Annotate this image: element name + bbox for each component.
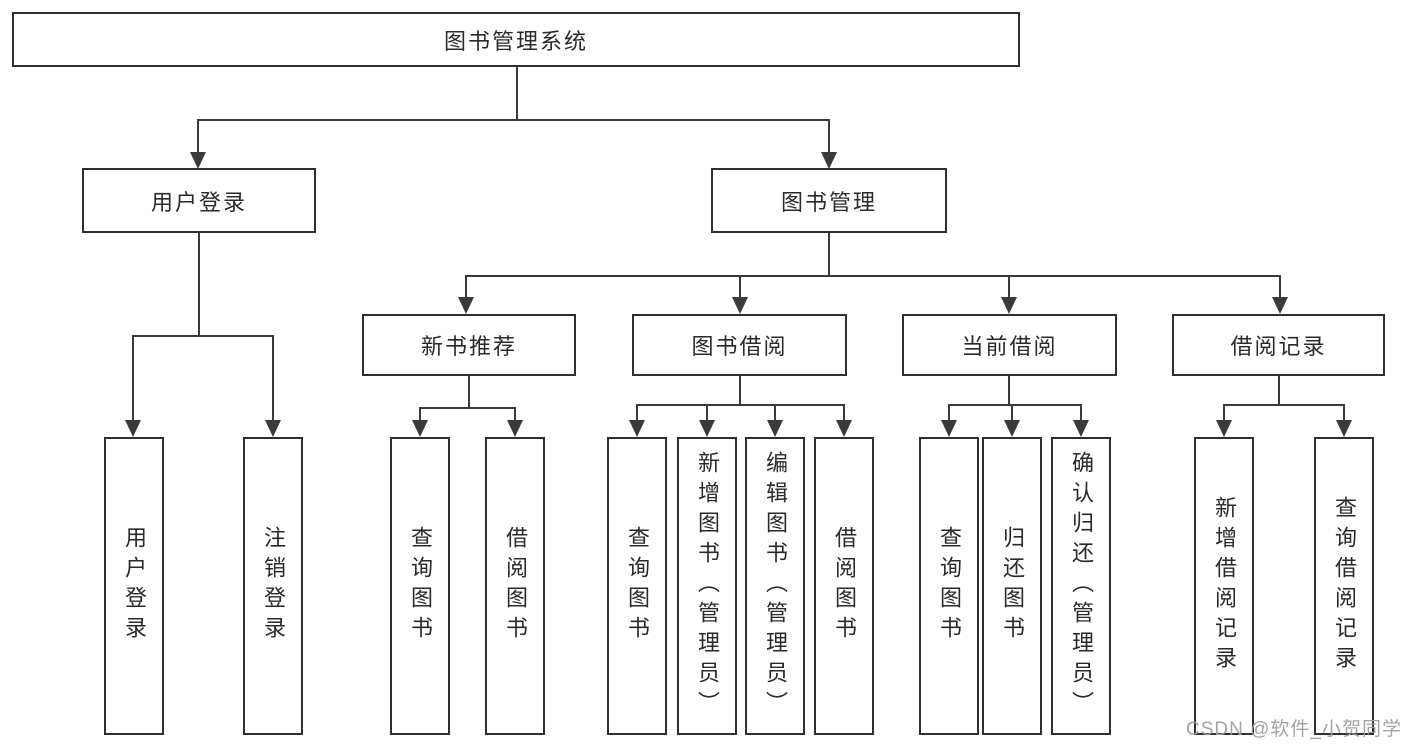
arrowhead-down-icon — [629, 420, 645, 437]
arrowhead-down-icon — [941, 420, 957, 437]
connector-line — [197, 119, 199, 152]
connector-line — [516, 67, 518, 120]
leaf-label: 编辑图书（管理员） — [763, 451, 788, 721]
connector-line — [465, 275, 467, 297]
leaf-borrow-query-books: 查询图书 — [607, 437, 667, 735]
connector-line — [272, 335, 274, 420]
connector-line — [420, 407, 516, 409]
connector-line — [739, 275, 741, 297]
leaf-label: 用户登录 — [122, 526, 147, 646]
leaf-label: 新增借阅记录 — [1212, 496, 1237, 676]
node-current-borrowing: 当前借阅 — [902, 314, 1117, 376]
leaf-label: 借阅图书 — [503, 526, 528, 646]
node-user-login: 用户登录 — [82, 168, 316, 233]
connector-line — [198, 119, 830, 121]
leaf-label: 查询借阅记录 — [1332, 496, 1357, 676]
leaf-borrow-add-books-admin: 新增图书（管理员） — [677, 437, 737, 735]
csdn-watermark: CSDN @软件_小贺同学 — [1186, 719, 1402, 740]
leaf-current-return-books: 归还图书 — [982, 437, 1042, 735]
leaf-records-query-record: 查询借阅记录 — [1314, 437, 1374, 735]
connector-line — [419, 407, 421, 420]
leaf-label: 注销登录 — [261, 526, 286, 646]
connector-line — [1224, 404, 1345, 406]
arrowhead-down-icon — [1001, 297, 1017, 314]
leaf-label: 查询图书 — [625, 526, 650, 646]
leaf-current-confirm-return-admin: 确认归还（管理员） — [1051, 437, 1111, 735]
connector-line — [774, 404, 776, 420]
leaf-label: 借阅图书 — [832, 526, 857, 646]
arrowhead-down-icon — [458, 297, 474, 314]
connector-line — [132, 335, 134, 420]
connector-line — [828, 119, 830, 152]
leaf-newrec-borrow-books: 借阅图书 — [485, 437, 545, 735]
connector-line — [1278, 376, 1280, 405]
connector-line — [636, 404, 638, 420]
connector-line — [948, 404, 950, 420]
leaf-label: 查询图书 — [937, 526, 962, 646]
node-label: 用户登录 — [150, 189, 247, 215]
connector-line — [828, 233, 830, 276]
node-book-management: 图书管理 — [711, 168, 947, 233]
leaf-label: 确认归还（管理员） — [1069, 451, 1094, 721]
arrowhead-down-icon — [1216, 420, 1232, 437]
connector-line — [843, 404, 845, 420]
arrowhead-down-icon — [821, 152, 837, 169]
leaf-label: 归还图书 — [1000, 526, 1025, 646]
connector-line — [1008, 376, 1010, 405]
leaf-newrec-query-books: 查询图书 — [390, 437, 450, 735]
connector-line — [514, 407, 516, 420]
node-borrowing-records: 借阅记录 — [1172, 314, 1385, 376]
arrowhead-down-icon — [1336, 420, 1352, 437]
leaf-borrow-borrow-books: 借阅图书 — [814, 437, 874, 735]
arrowhead-down-icon — [265, 420, 281, 437]
arrowhead-down-icon — [125, 420, 141, 437]
connector-line — [1343, 404, 1345, 420]
arrowhead-down-icon — [699, 420, 715, 437]
arrowhead-down-icon — [1004, 420, 1020, 437]
arrowhead-down-icon — [412, 420, 428, 437]
leaf-records-add-record: 新增借阅记录 — [1194, 437, 1254, 735]
connector-line — [706, 404, 708, 420]
connector-line — [133, 335, 274, 337]
connector-line — [1223, 404, 1225, 420]
node-label: 新书推荐 — [420, 334, 517, 359]
arrowhead-down-icon — [1073, 420, 1089, 437]
node-label: 当前借阅 — [961, 334, 1058, 359]
connector-line — [637, 404, 845, 406]
node-label: 图书管理系统 — [443, 28, 588, 54]
connector-line — [468, 376, 470, 408]
leaf-borrow-edit-books-admin: 编辑图书（管理员） — [745, 437, 805, 735]
arrowhead-down-icon — [1272, 297, 1288, 314]
connector-line — [466, 275, 1281, 277]
arrowhead-down-icon — [767, 420, 783, 437]
connector-line — [1011, 404, 1013, 420]
leaf-user-login: 用户登录 — [104, 437, 164, 735]
leaf-label: 新增图书（管理员） — [695, 451, 720, 721]
node-label: 图书管理 — [780, 189, 877, 215]
arrowhead-down-icon — [507, 420, 523, 437]
arrowhead-down-icon — [732, 297, 748, 314]
node-new-book-recommend: 新书推荐 — [362, 314, 576, 376]
connector-line — [198, 233, 200, 337]
connector-line — [739, 376, 741, 405]
leaf-label: 查询图书 — [408, 526, 433, 646]
leaf-logout: 注销登录 — [243, 437, 303, 735]
node-label: 图书借阅 — [691, 334, 788, 359]
connector-line — [1008, 275, 1010, 297]
connector-line — [1279, 275, 1281, 297]
node-library-management-system: 图书管理系统 — [12, 12, 1020, 67]
connector-line — [949, 404, 1082, 406]
arrowhead-down-icon — [190, 152, 206, 169]
node-book-borrowing: 图书借阅 — [632, 314, 847, 376]
leaf-current-query-books: 查询图书 — [919, 437, 979, 735]
node-label: 借阅记录 — [1230, 334, 1327, 359]
connector-line — [1080, 404, 1082, 420]
arrowhead-down-icon — [836, 420, 852, 437]
